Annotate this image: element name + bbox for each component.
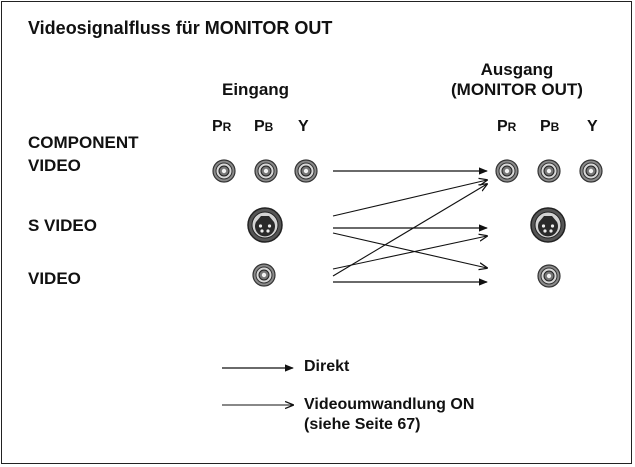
col-label-pb-in-sub: B bbox=[264, 120, 274, 134]
output-header-line-2: (MONITOR OUT) bbox=[451, 80, 583, 99]
svideo-jack-icon bbox=[247, 207, 283, 243]
diagram-title: Videosignalfluss für MONITOR OUT bbox=[28, 18, 333, 38]
arrow-icon bbox=[332, 184, 487, 277]
col-label-pb-in-main: P bbox=[254, 118, 265, 135]
row-label-svideo: S VIDEO bbox=[28, 216, 97, 235]
svideo-jack-icon bbox=[530, 207, 566, 243]
rca-jack-icon bbox=[212, 159, 236, 183]
col-label-pr-in-main: P bbox=[212, 118, 223, 135]
col-label-pr-out: PR bbox=[497, 118, 516, 136]
col-label-pb-in: PB bbox=[254, 118, 273, 136]
rca-jack-icon bbox=[495, 159, 519, 183]
rca-jack-icon bbox=[252, 263, 276, 287]
rca-jack-icon bbox=[537, 159, 561, 183]
row-label-video: VIDEO bbox=[28, 269, 81, 288]
rca-jack-icon bbox=[537, 264, 561, 288]
col-label-pr-out-sub: R bbox=[507, 120, 517, 134]
arrow-icon bbox=[332, 180, 487, 217]
legend-conversion-line-2: (siehe Seite 67) bbox=[304, 416, 421, 433]
col-label-y-in: Y bbox=[298, 118, 309, 135]
row-label-component-line-1: COMPONENT bbox=[28, 133, 139, 152]
col-label-pr-in-sub: R bbox=[222, 120, 232, 134]
col-label-pb-out-sub: B bbox=[550, 120, 560, 134]
rca-jack-icon bbox=[579, 159, 603, 183]
legend-direct-label: Direkt bbox=[304, 358, 350, 375]
col-label-y-out: Y bbox=[587, 118, 598, 135]
input-header: Eingang bbox=[222, 80, 290, 99]
output-header-line-1: Ausgang bbox=[480, 60, 554, 79]
legend-conversion-line-1: Videoumwandlung ON bbox=[304, 396, 475, 413]
col-label-pr-out-main: P bbox=[497, 118, 508, 135]
arrow-icon bbox=[332, 236, 487, 270]
col-label-pr-in: PR bbox=[212, 118, 231, 136]
row-label-component: COMPONENT VIDEO bbox=[28, 131, 139, 177]
legend-conversion-label: Videoumwandlung ON (siehe Seite 67) bbox=[304, 395, 474, 435]
col-label-pb-out: PB bbox=[540, 118, 559, 136]
rca-jack-icon bbox=[294, 159, 318, 183]
rca-jack-icon bbox=[254, 159, 278, 183]
arrow-icon bbox=[332, 232, 487, 268]
output-header: Ausgang (MONITOR OUT) bbox=[451, 60, 583, 100]
col-label-pb-out-main: P bbox=[540, 118, 551, 135]
row-label-component-line-2: VIDEO bbox=[28, 156, 81, 175]
